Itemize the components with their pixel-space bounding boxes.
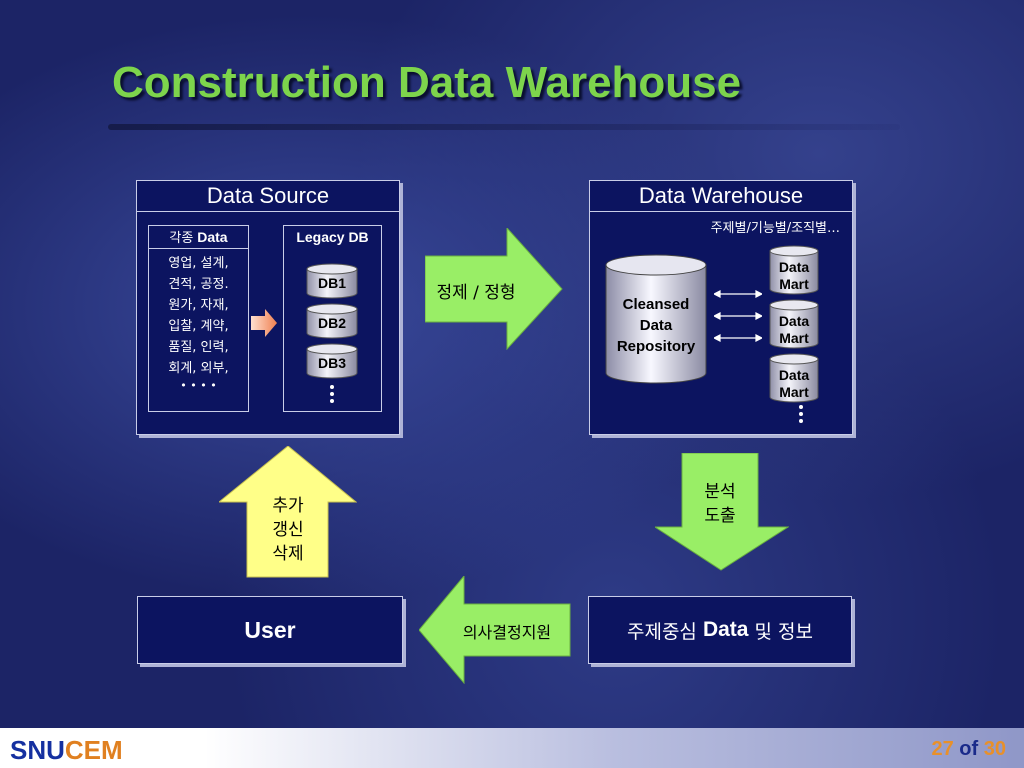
subject-info-box: 주제중심 Data 및 정보: [588, 596, 852, 664]
snucem-logo: SNUCEM: [10, 735, 123, 766]
db2-label: DB2: [317, 315, 346, 331]
update-label-line: 추가: [272, 496, 304, 516]
footer-bar: SNUCEM 27 of 30: [0, 728, 1024, 768]
repository-label-line: Data: [639, 316, 673, 334]
legacy-db-panel: Legacy DB: [283, 225, 382, 412]
analysis-label: 분석 도출: [685, 480, 755, 528]
mart-label-line: Mart: [779, 330, 809, 346]
update-label: 추가 갱신 삭제: [253, 494, 323, 566]
data-kinds-panel: 각종 Data 영업, 설계, 견적, 공정. 원가, 자재, 입찰, 계약, …: [148, 225, 249, 412]
update-label-line: 삭제: [272, 544, 304, 564]
mart-label-line: Data: [778, 259, 810, 275]
analysis-label-line: 도출: [704, 506, 736, 526]
warehouse-subtitle: 주제별/기능별/조직별…: [710, 221, 840, 236]
data-kind-line: 입찰, 계약,: [168, 319, 229, 334]
page-number: 27 of 30: [931, 738, 1006, 761]
more-marts-ellipsis: [798, 405, 804, 426]
db2-icon: DB2: [306, 303, 358, 339]
update-label-line: 갱신: [272, 520, 304, 540]
subject-info-bold: Data: [702, 618, 749, 641]
data-warehouse-header: Data Warehouse: [590, 181, 852, 212]
db1-icon: DB1: [306, 263, 358, 299]
decision-arrow-icon: [419, 576, 571, 684]
more-dbs-ellipsis: [329, 385, 335, 406]
mart-label-line: Mart: [779, 384, 809, 400]
current-page: 27: [931, 738, 954, 760]
analysis-arrow-icon: [655, 453, 789, 571]
page-title: Construction Data Warehouse: [112, 58, 742, 107]
update-arrow-icon: [219, 446, 357, 578]
data-kind-line: 회계, 외부,: [168, 361, 229, 376]
mart-label-line: Mart: [779, 276, 809, 292]
user-box: User: [137, 596, 403, 664]
data-kind-line: 원가, 자재,: [168, 298, 229, 313]
data-kinds-title-en: Data: [197, 229, 228, 245]
data-mart-3-icon: Data Mart: [769, 353, 819, 403]
title-underline: [108, 124, 900, 130]
db1-label: DB1: [317, 275, 346, 291]
subject-info-label: 주제중심 Data 및 정보: [589, 597, 851, 663]
repository-label-line: Repository: [616, 337, 696, 355]
db3-label: DB3: [317, 355, 346, 371]
mart-label-line: Data: [778, 313, 810, 329]
data-source-header: Data Source: [137, 181, 399, 212]
subject-info-post: 및 정보: [748, 620, 814, 643]
data-kind-line: 견적, 공정.: [168, 277, 229, 292]
repository-label-line: Cleansed: [622, 295, 690, 313]
logo-snu: SNU: [10, 735, 65, 765]
data-source-box: Data Source 각종 Data 영업, 설계, 견적, 공정. 원가, …: [136, 180, 400, 435]
logo-cem: CEM: [64, 735, 123, 765]
cleansed-repository-icon: Cleansed Data Repository: [604, 253, 708, 385]
db3-icon: DB3: [306, 343, 358, 379]
legacy-db-title: Legacy DB: [296, 229, 369, 245]
repository-mart-links: [714, 290, 762, 342]
data-mart-1-icon: Data Mart: [769, 245, 819, 295]
mart-label-line: Data: [778, 367, 810, 383]
data-mart-2-icon: Data Mart: [769, 299, 819, 349]
data-kinds-title-ko: 각종: [169, 231, 194, 246]
data-kinds-title: 각종 Data: [149, 226, 248, 249]
subject-info-pre: 주제중심: [626, 620, 703, 643]
page-of: of: [959, 738, 979, 760]
total-pages: 30: [983, 738, 1006, 760]
data-kind-line: 품질, 인력,: [168, 340, 229, 355]
user-label: User: [244, 617, 296, 643]
data-warehouse-box: Data Warehouse 주제별/기능별/조직별… Cleansed Dat…: [589, 180, 853, 435]
decision-label: 의사결정지원: [462, 623, 552, 642]
transform-label: 정제 / 정형: [436, 283, 516, 303]
analysis-label-line: 분석: [704, 482, 736, 502]
data-kind-line: 영업, 설계,: [168, 256, 229, 271]
data-kind-ellipsis: • • • •: [180, 379, 217, 392]
transform-arrow-icon: [425, 228, 563, 350]
transfer-arrow-icon: [251, 309, 277, 337]
